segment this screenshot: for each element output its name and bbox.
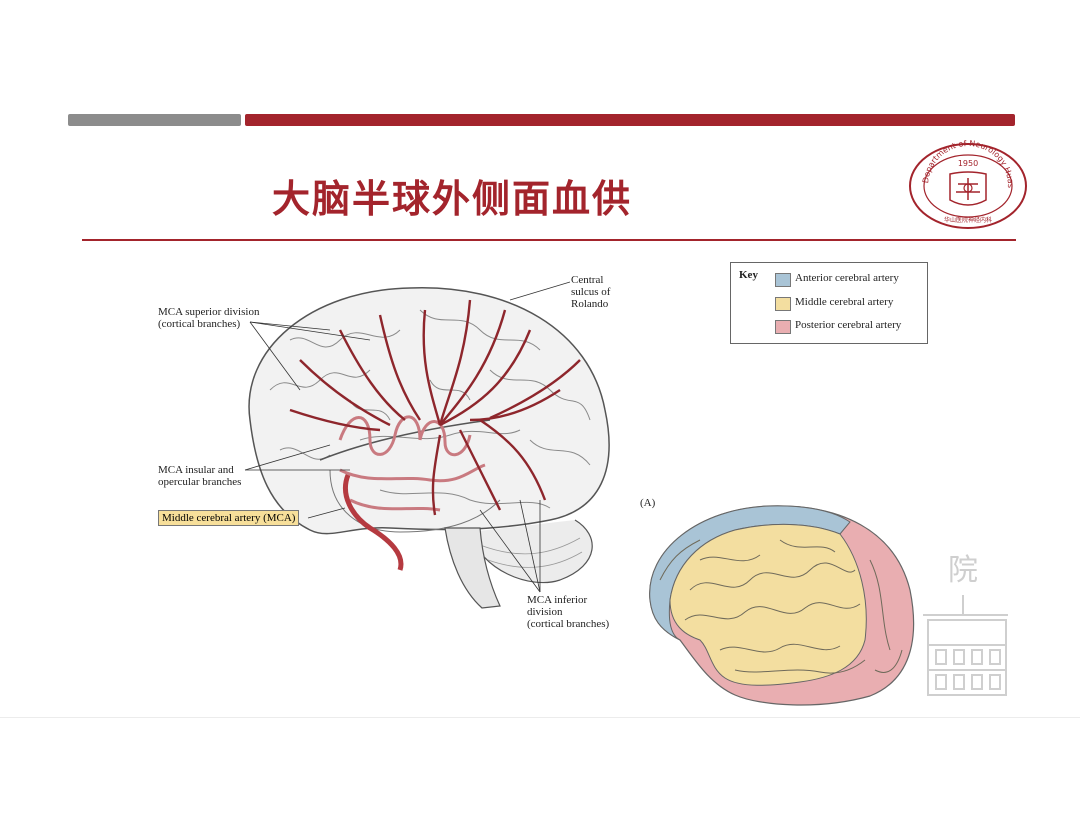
footer-divider: [0, 717, 1080, 718]
header-bar-gray: [68, 114, 241, 126]
svg-text:院: 院: [948, 553, 978, 588]
territory-key-legend: Key Anterior cerebral artery Middle cere…: [730, 262, 928, 344]
label-mca-superior: MCA superior division (cortical branches…: [158, 306, 259, 330]
label-middle-cerebral-artery: Middle cerebral artery (MCA): [158, 510, 300, 526]
territory-brain-illustration: [640, 500, 920, 715]
key-swatch-anterior: [775, 273, 791, 287]
panel-label-a: (A): [640, 497, 656, 509]
key-label-anterior: Anterior cerebral artery: [795, 272, 899, 284]
svg-text:华山医院神经内科: 华山医院神经内科: [944, 216, 992, 224]
label-insular-line2: opercular branches: [158, 476, 242, 488]
label-inferior-line2: division: [527, 606, 563, 618]
seal-year: 1950: [958, 159, 978, 168]
hospital-watermark: 院: [918, 545, 1013, 705]
label-insular-line1: MCA insular and: [158, 464, 234, 476]
slide-title: 大脑半球外侧面血供: [272, 177, 633, 221]
label-central-sulcus: Central sulcus of Rolando: [571, 274, 610, 310]
label-central-line1: Central: [571, 274, 604, 286]
label-inferior-line3: (cortical branches): [527, 618, 610, 630]
label-mca-inferior: MCA inferior division (cortical branches…: [527, 594, 609, 630]
key-swatch-middle: [775, 297, 791, 311]
key-label-posterior: Posterior cerebral artery: [795, 319, 902, 331]
key-label-middle: Middle cerebral artery: [795, 296, 894, 308]
label-mca-superior-line1: MCA superior division: [158, 306, 260, 318]
title-divider: [82, 239, 1016, 241]
hospital-seal-logo: Department of Neurology Huashan Hospital…: [903, 133, 1030, 235]
key-title: Key: [739, 269, 758, 281]
label-mca-superior-line2: (cortical branches): [158, 318, 241, 330]
label-inferior-line1: MCA inferior: [527, 594, 588, 606]
label-mca-insular: MCA insular and opercular branches: [158, 464, 241, 488]
header-bar-red: [245, 114, 1015, 126]
label-central-line2: sulcus of: [571, 286, 611, 298]
key-swatch-posterior: [775, 320, 791, 334]
label-central-line3: Rolando: [571, 298, 609, 310]
lateral-brain-illustration: [230, 270, 620, 625]
